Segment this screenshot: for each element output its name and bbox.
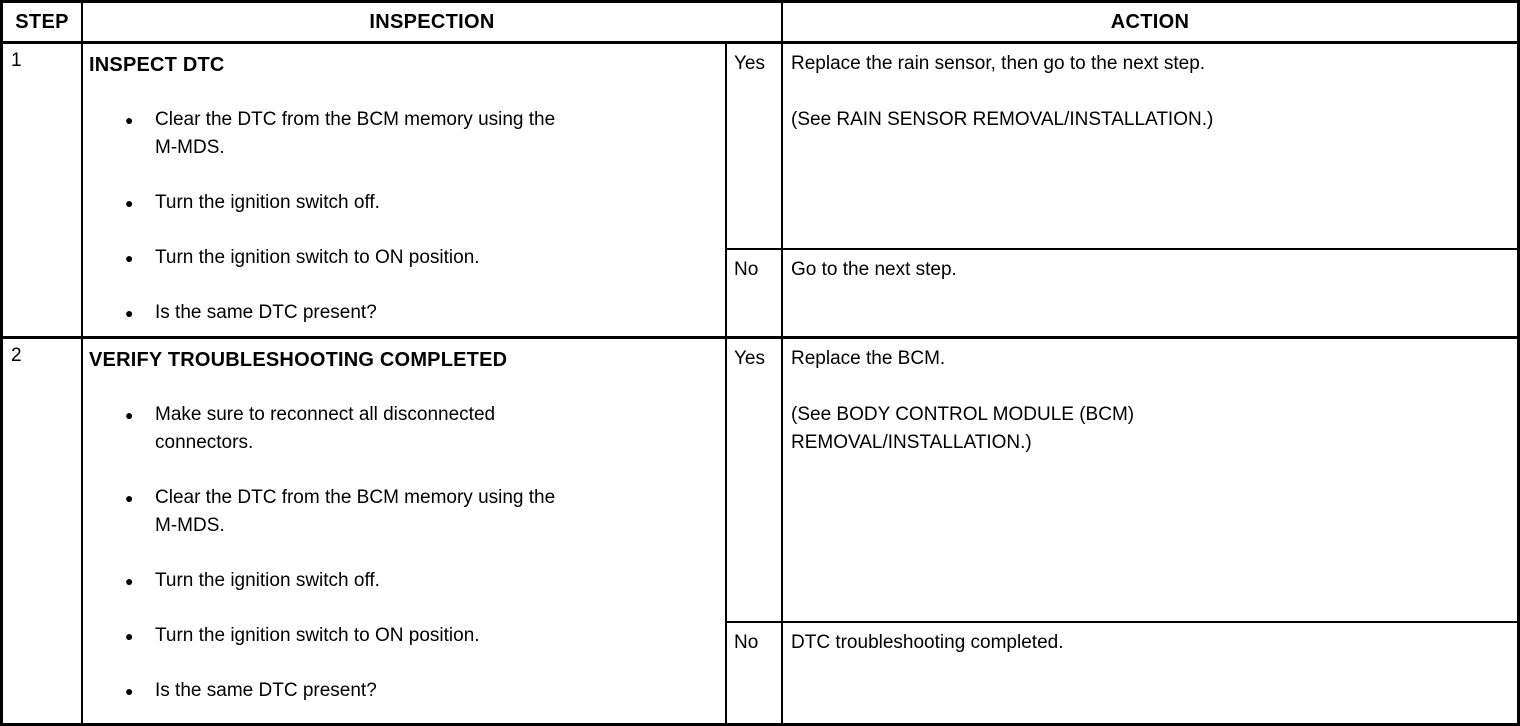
action-text: Replace the BCM. xyxy=(791,348,946,369)
bullet-text: Clear the DTC from the BCM memory using … xyxy=(155,109,556,158)
inspection-bullet: ● Is the same DTC present? xyxy=(125,677,715,705)
step-number: 1 xyxy=(3,44,83,339)
bullet-text: Is the same DTC present? xyxy=(155,680,377,701)
inspection-title: VERIFY TROUBLESHOOTING COMPLETED xyxy=(89,349,508,371)
bullet-text: Clear the DTC from the BCM memory using … xyxy=(155,487,556,536)
no-label: No xyxy=(727,623,783,723)
action-text: DTC troubleshooting completed. xyxy=(791,632,1064,653)
inspection-bullet: ● Clear the DTC from the BCM memory usin… xyxy=(125,484,715,540)
bullet-icon: ● xyxy=(125,407,134,423)
inspection-bullet: ● Turn the ignition switch to ON positio… xyxy=(125,622,715,650)
no-action-cell: DTC troubleshooting completed. xyxy=(783,623,1517,723)
yes-label: Yes xyxy=(727,44,783,250)
action-text: Go to the next step. xyxy=(791,259,957,280)
bullet-icon: ● xyxy=(125,112,134,128)
inspection-bullet: ● Make sure to reconnect all disconnecte… xyxy=(125,401,715,457)
bullet-icon: ● xyxy=(125,490,134,506)
bullet-text: Turn the ignition switch off. xyxy=(155,570,380,591)
inspection-bullet-list: ● Clear the DTC from the BCM memory usin… xyxy=(125,106,715,327)
inspection-bullet: ● Is the same DTC present? xyxy=(125,299,715,327)
inspection-cell: VERIFY TROUBLESHOOTING COMPLETED ● Make … xyxy=(83,339,727,723)
step-number: 2 xyxy=(3,339,83,723)
action-text: Replace the rain sensor, then go to the … xyxy=(791,53,1206,74)
bullet-icon: ● xyxy=(125,628,134,644)
inspection-bullet-list: ● Make sure to reconnect all disconnecte… xyxy=(125,401,715,705)
inspection-title: INSPECT DTC xyxy=(89,54,225,76)
inspection-bullet: ● Turn the ignition switch to ON positio… xyxy=(125,244,715,272)
inspection-cell: INSPECT DTC ● Clear the DTC from the BCM… xyxy=(83,44,727,339)
inspection-bullet: ● Clear the DTC from the BCM memory usin… xyxy=(125,106,715,162)
bullet-icon: ● xyxy=(125,305,134,321)
no-label: No xyxy=(727,250,783,339)
no-action-cell: Go to the next step. xyxy=(783,250,1517,339)
bullet-text: Turn the ignition switch to ON position. xyxy=(155,625,480,646)
header-action: ACTION xyxy=(783,3,1517,44)
header-inspection: INSPECTION xyxy=(83,3,783,44)
bullet-icon: ● xyxy=(125,195,134,211)
bullet-icon: ● xyxy=(125,683,134,699)
yes-action-cell: Replace the BCM. (See BODY CONTROL MODUL… xyxy=(783,339,1517,623)
header-step: STEP xyxy=(3,3,83,44)
inspection-bullet: ● Turn the ignition switch off. xyxy=(125,567,715,595)
inspection-bullet: ● Turn the ignition switch off. xyxy=(125,189,715,217)
bullet-text: Turn the ignition switch off. xyxy=(155,192,380,213)
bullet-icon: ● xyxy=(125,573,134,589)
action-reference: (See BODY CONTROL MODULE (BCM) REMOVAL/I… xyxy=(791,404,1135,453)
action-reference: (See RAIN SENSOR REMOVAL/INSTALLATION.) xyxy=(791,109,1214,130)
yes-label: Yes xyxy=(727,339,783,623)
bullet-text: Is the same DTC present? xyxy=(155,302,377,323)
bullet-text: Turn the ignition switch to ON position. xyxy=(155,247,480,268)
bullet-text: Make sure to reconnect all disconnected … xyxy=(155,404,496,453)
yes-action-cell: Replace the rain sensor, then go to the … xyxy=(783,44,1517,250)
bullet-icon: ● xyxy=(125,250,134,266)
